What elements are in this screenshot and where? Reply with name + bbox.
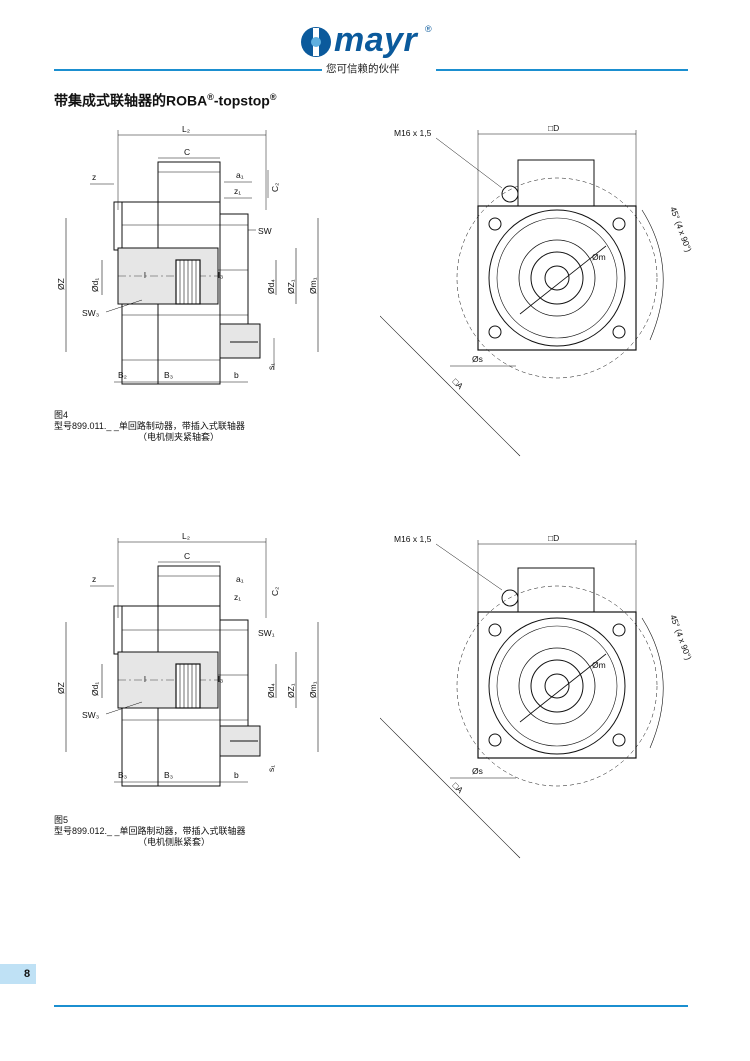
dim-Os-fig5: Øs: [472, 766, 483, 776]
page-title: 带集成式联轴器的ROBA®-topstop®: [54, 92, 277, 109]
brand-name: mayr: [334, 21, 418, 59]
dim-z-fig5: z: [92, 574, 96, 584]
dim-B2: B₂: [118, 370, 127, 380]
dim-z: z: [92, 172, 96, 182]
dim-Od4-fig5: Ød₄: [266, 683, 276, 698]
dim-s1: s₁: [266, 363, 276, 370]
brand-tagline: 您可信赖的伙伴: [326, 63, 400, 75]
header-rule-right: [436, 69, 688, 71]
dim-l: l: [144, 270, 146, 280]
label-M16-fig5: M16 x 1,5: [394, 534, 432, 544]
dim-angle: 45° (4 x 90°): [668, 205, 694, 253]
dim-OZ: ØZ: [56, 278, 66, 290]
dim-l-fig5: l: [144, 674, 146, 684]
dim-B3: B₃: [164, 370, 173, 380]
dim-B3-fig5-left: B₃: [118, 770, 127, 780]
figure5-side-view: L₂ C z a₁ z₁ C₂ SW₁ SW₃ ØZ Ød₁ l l₃ Ød₄ …: [56, 531, 319, 787]
figure4-side-view: L₂ C z a₁ z₁ C₂ SW SW₃ ØZ Ød₁ l l₃ Ød₄ Ø…: [56, 124, 319, 385]
dim-b-fig5: b: [234, 770, 239, 780]
dim-a1-fig5: a₁: [236, 574, 244, 584]
dim-Os: Øs: [472, 354, 483, 364]
dim-C: C: [184, 147, 190, 157]
label-M16: M16 x 1,5: [394, 128, 432, 138]
footer-rule: [54, 1005, 688, 1007]
dim-l3: l₃: [218, 270, 223, 280]
dim-B3-fig5: B₃: [164, 770, 173, 780]
dim-L2: L₂: [182, 124, 190, 134]
dim-D: □D: [548, 123, 559, 133]
dim-OZ-fig5: ØZ: [56, 682, 66, 694]
dim-L2-fig5: L₂: [182, 531, 190, 541]
dim-Od4: Ød₄: [266, 279, 276, 294]
dim-Om: Øm: [592, 252, 606, 262]
dim-Od1: Ød₁: [90, 278, 100, 292]
dim-A-fig5: □A: [451, 780, 466, 795]
figure4-front-view: M16 x 1,5 □D Øm 45° (4 x 90°) Øs □A: [380, 123, 694, 457]
dim-s1-fig5: s₁: [266, 765, 276, 772]
header-rule-left: [54, 69, 322, 71]
dim-z1-fig5: z₁: [234, 592, 241, 602]
mayr-logo-icon: [301, 27, 331, 57]
brand-registered-mark: ®: [425, 24, 432, 34]
label-SW3-fig5: SW₃: [82, 710, 99, 720]
dim-a1: a₁: [236, 170, 244, 180]
dim-Om1: Øm₁: [308, 277, 318, 294]
dim-C-fig5: C: [184, 551, 190, 561]
dim-Om-fig5: Øm: [592, 660, 606, 670]
figure5-front-view: M16 x 1,5 □D Øm 45° (4 x 90°) Øs □A: [380, 533, 694, 859]
dim-C2-fig5: C₂: [270, 587, 280, 596]
label-SW3: SW₃: [82, 308, 99, 318]
dim-z1: z₁: [234, 186, 241, 196]
dim-D-fig5: □D: [548, 533, 559, 543]
dim-b: b: [234, 370, 239, 380]
label-SW1-fig5: SW₁: [258, 628, 275, 638]
dim-C2: C₂: [270, 183, 280, 192]
dim-Om1-fig5: Øm₁: [308, 681, 318, 698]
dim-l3-fig5: l₃: [218, 674, 223, 684]
dim-OZ1-fig5: ØZ₁: [286, 683, 296, 698]
dim-OZ1: ØZ₁: [286, 279, 296, 294]
page-number: 8: [0, 964, 36, 984]
dim-angle-fig5: 45° (4 x 90°): [668, 613, 694, 661]
dim-Od1-fig5: Ød₁: [90, 682, 100, 696]
label-SW: SW: [258, 226, 272, 236]
